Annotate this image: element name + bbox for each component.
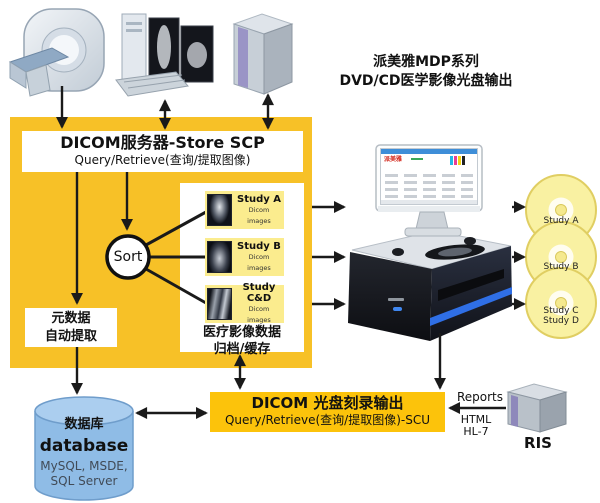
database-engines-1: MySQL, MSDE, [40, 459, 128, 473]
disc-study-cd [525, 267, 597, 339]
page-title-line2: DVD/CD医学影像光盘输出 [339, 73, 513, 89]
burn-title: DICOM 光盘刻录输出 [251, 394, 404, 412]
server-tower [232, 13, 294, 95]
workstation [115, 13, 214, 97]
study-card-cd: Study C&D Dicom images [205, 282, 284, 326]
study-cd-sub: Dicom images [247, 305, 271, 324]
yellow-ink-bar [458, 156, 461, 165]
cmyk-ink-levels [450, 156, 465, 165]
disc-a-label: Study A [543, 216, 579, 226]
job-table-row [385, 195, 473, 198]
scp-subtitle: Query/Retrieve(查询/提取图像) [74, 153, 251, 167]
xray-thumbnail-a [207, 194, 232, 226]
publisher-software-screen: 派美雅 [380, 148, 478, 205]
ris-label: RIS [524, 434, 552, 452]
software-status-dash [411, 158, 423, 160]
cyan-ink-bar [450, 156, 453, 165]
xray-thumbnail-cd [207, 288, 232, 320]
job-table-row [385, 188, 473, 191]
disc-cd-label-line2: Study D [543, 315, 579, 326]
study-card-a: Study A Dicom images [205, 191, 284, 229]
magenta-ink-bar [454, 156, 457, 165]
reports-label: Reports [456, 390, 504, 404]
study-card-b-text: Study B Dicom images [236, 241, 282, 274]
study-card-cd-text: Study C&D Dicom images [236, 282, 282, 326]
database-label: 数据库 database MySQL, MSDE, SQL Server [35, 413, 133, 489]
page-title: 派美雅MDP系列 DVD/CD医学影像光盘输出 [335, 53, 517, 91]
study-a-name: Study A [237, 193, 281, 205]
burn-subtitle: Query/Retrieve(查询/提取图像)-SCU [224, 413, 431, 427]
reports-format-hl7: HL-7 [463, 425, 489, 438]
burn-header: DICOM 光盘刻录输出 Query/Retrieve(查询/提取图像)-SCU [210, 394, 445, 428]
xray-thumbnail-b [207, 241, 232, 273]
study-card-a-text: Study A Dicom images [236, 194, 282, 227]
ris-server [506, 383, 568, 433]
job-table-row [385, 181, 473, 184]
disc-burn-box [210, 392, 445, 432]
study-a-sub: Dicom images [247, 205, 271, 225]
metadata-label: 元数据 自动提取 [25, 310, 117, 346]
metadata-extract-box [25, 308, 117, 347]
scp-header: DICOM服务器-Store SCP Query/Retrieve(查询/提取图… [22, 133, 303, 168]
study-cd-name: Study C&D [242, 282, 276, 304]
disc-b-label: Study B [543, 262, 579, 272]
study-card-b: Study B Dicom images [205, 238, 284, 276]
archive-caption: 医疗影像数据 归档/缓存 [182, 324, 302, 358]
black-ink-bar [462, 156, 465, 165]
sort-label: Sort [113, 249, 143, 265]
study-b-sub: Dicom images [247, 252, 271, 272]
disc-study-b [525, 221, 597, 293]
scp-title: DICOM服务器-Store SCP [60, 133, 265, 152]
software-titlebar [381, 149, 477, 154]
scp-header-box [22, 131, 303, 172]
study-b-name: Study B [237, 240, 281, 252]
job-table-row [385, 174, 473, 177]
page-title-line1: 派美雅MDP系列 [373, 54, 479, 70]
database-name-cn: 数据库 [64, 417, 104, 432]
ct-scanner [8, 8, 105, 97]
disc-study-a [525, 174, 597, 246]
metadata-line2: 自动提取 [44, 329, 97, 344]
database-engines-2: SQL Server [50, 474, 118, 488]
software-statusbar [381, 200, 477, 204]
reports-format-html: HTML [460, 413, 492, 426]
archive-caption-line2: 归档/缓存 [213, 342, 271, 357]
archive-caption-line1: 医疗影像数据 [202, 325, 281, 340]
software-brand-logo: 派美雅 [384, 156, 403, 163]
database-name-en: database [39, 436, 129, 456]
metadata-line1: 元数据 [51, 311, 91, 326]
disc-cd-label: Study C Study D [526, 306, 596, 326]
